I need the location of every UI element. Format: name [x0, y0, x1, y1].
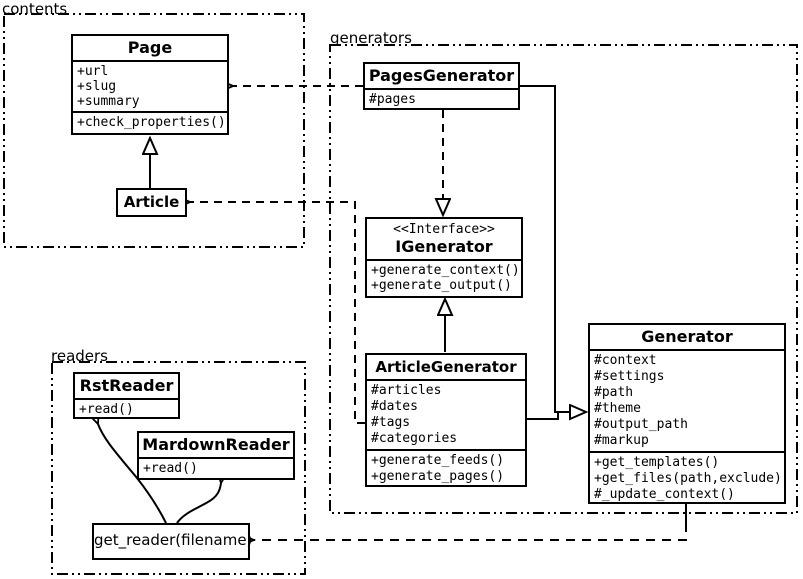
call-getreader-to-mardownreader [176, 483, 221, 524]
class-page-name: Page [127, 38, 173, 57]
class-pages-generator-attributes: #pages [365, 88, 518, 109]
method: +read() [79, 402, 134, 417]
class-article-generator-name: ArticleGenerator [375, 358, 517, 376]
function-get-reader: get_reader(filename) [92, 523, 253, 560]
class-page-attributes: +url +slug +summary [73, 60, 227, 111]
package-generators-border [329, 44, 798, 514]
class-article-generator: ArticleGenerator #articles #dates #tags … [365, 353, 527, 487]
inheritance-pagesgenerator-to-generator [520, 85, 586, 412]
class-rst-reader-methods: +read() [75, 398, 178, 419]
attribute: #pages [369, 92, 416, 107]
class-igenerator-methods: +generate_context() +generate_output() [367, 259, 521, 295]
dependency-generator-to-getreader [254, 523, 687, 540]
package-label-contents: contents [2, 0, 68, 18]
method: #_update_context() [594, 487, 735, 502]
class-mardown-reader-name: MardownReader [142, 435, 290, 454]
class-igenerator-stereotype: <<Interface>> [393, 222, 495, 237]
class-article-generator-methods: +generate_feeds() +generate_pages() [367, 449, 525, 487]
attribute: #theme [594, 401, 641, 416]
class-article: Article [116, 188, 187, 217]
attribute: +slug [77, 79, 117, 94]
method: +generate_output() [371, 278, 512, 293]
class-generator-methods: +get_templates() +get_files(path,exclude… [590, 451, 784, 505]
class-mardown-reader-methods: +read() [139, 457, 293, 478]
method: +get_templates() [594, 455, 720, 470]
attribute: +summary [77, 94, 140, 109]
dependency-articlegenerator-to-article [190, 202, 365, 424]
class-pages-generator-name: PagesGenerator [368, 66, 515, 85]
attribute: #articles [371, 383, 442, 398]
attribute: #categories [371, 431, 458, 446]
attribute: #output_path [594, 417, 688, 432]
attribute: +url [77, 64, 109, 79]
class-generator: Generator #context #settings #path #them… [588, 323, 786, 504]
attribute: #path [594, 385, 634, 400]
class-mardown-reader: MardownReader +read() [137, 431, 295, 480]
package-readers-border [51, 361, 306, 575]
class-generator-name: Generator [641, 327, 733, 346]
class-igenerator: <<Interface>> IGenerator +generate_conte… [365, 217, 523, 298]
class-page: Page +url +slug +summary +check_properti… [71, 34, 229, 135]
package-label-generators: generators [330, 29, 412, 47]
package-label-readers: readers [51, 347, 108, 365]
package-contents-border [3, 13, 305, 248]
class-igenerator-name: IGenerator [395, 237, 493, 256]
class-rst-reader-name: RstReader [79, 376, 174, 395]
method: +generate_pages() [371, 469, 505, 484]
function-get-reader-label: get_reader(filename) [94, 531, 253, 549]
class-pages-generator: PagesGenerator #pages [363, 62, 520, 110]
method: +generate_context() [371, 263, 520, 278]
class-page-methods: +check_properties() [73, 111, 227, 132]
attribute: #markup [594, 433, 649, 448]
attribute: #dates [371, 399, 418, 414]
method: +get_files(path,exclude) [594, 471, 782, 486]
class-rst-reader: RstReader +read() [73, 372, 180, 419]
method: +generate_feeds() [371, 453, 505, 468]
call-getreader-to-rstreader [98, 424, 167, 524]
method: +check_properties() [77, 115, 226, 130]
attribute: #settings [594, 369, 665, 384]
class-article-name: Article [123, 193, 180, 211]
class-generator-attributes: #context #settings #path #theme #output_… [590, 349, 784, 451]
method: +read() [143, 461, 198, 476]
class-article-generator-attributes: #articles #dates #tags #categories [367, 379, 525, 449]
inheritance-articlegenerator-to-generator [527, 412, 559, 420]
attribute: #context [594, 353, 657, 368]
attribute: #tags [371, 415, 411, 430]
